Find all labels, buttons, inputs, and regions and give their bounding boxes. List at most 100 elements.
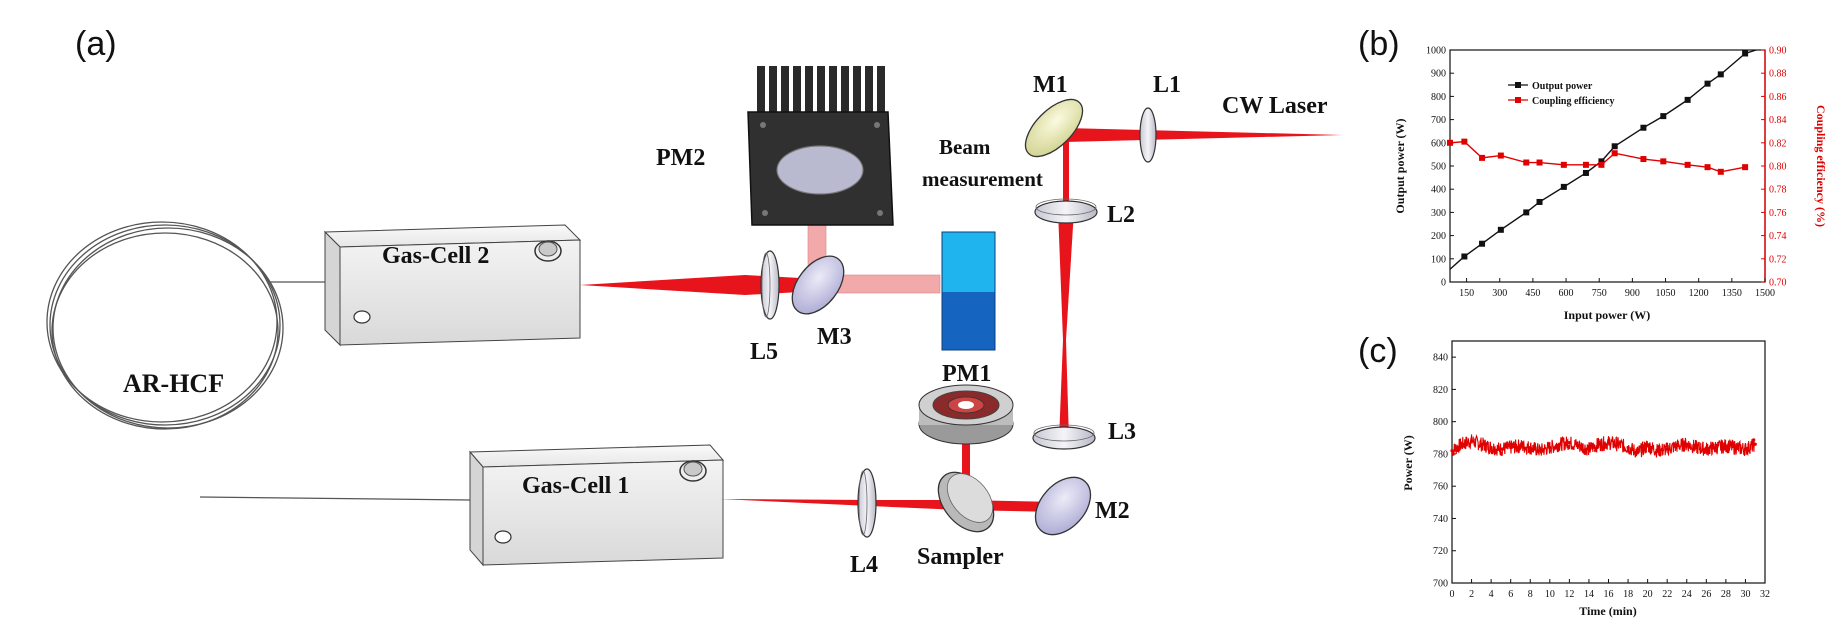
chart-b-point-coupling-efficiency <box>1447 139 1453 146</box>
label-l2: L2 <box>1107 202 1135 228</box>
chart-c-point <box>1743 447 1748 451</box>
chart-b-ytick-label: 0 <box>1441 278 1446 289</box>
chart-b-point-output-power <box>1598 158 1605 165</box>
chart-c-point <box>1518 444 1523 448</box>
chart-b-ytick-label: 700 <box>1431 115 1446 126</box>
label-sampler: Sampler <box>917 544 1004 570</box>
chart-b-point-coupling-efficiency <box>1461 138 1468 145</box>
chart-c-point <box>1734 445 1738 450</box>
chart-b-point-output-power <box>1684 96 1691 103</box>
chart-c-point <box>1538 449 1542 453</box>
chart-b-point-output-power <box>1560 183 1567 190</box>
chart-c-point <box>1460 442 1464 446</box>
chart-c-point <box>1704 447 1708 451</box>
lens-l2 <box>1034 198 1098 224</box>
chart-c-xtick-label: 6 <box>1508 589 1513 600</box>
chart-c-point <box>1479 442 1483 446</box>
chart-b-xtick-label: 1050 <box>1656 288 1676 299</box>
legend-output-power: Output power <box>1532 81 1593 92</box>
label-pm2: PM2 <box>656 145 705 171</box>
chart-c-xtick-label: 24 <box>1682 589 1692 600</box>
chart-b-ytick-right-label: 0.78 <box>1769 185 1787 196</box>
chart-b-xtick-label: 450 <box>1525 288 1540 299</box>
chart-b-legend: Output power Coupling efficiency <box>1508 81 1615 107</box>
pm2-heatsink <box>747 66 894 226</box>
chart-b-point-coupling-efficiency <box>1536 159 1543 166</box>
chart-b-ytick-label: 400 <box>1431 185 1446 196</box>
panel-label-a: (a) <box>75 25 117 63</box>
chart-c-point <box>1616 442 1620 446</box>
chart-b-point-coupling-efficiency <box>1582 161 1589 168</box>
chart-b-ytick-right-label: 0.88 <box>1769 69 1787 80</box>
label-pm1: PM1 <box>942 361 991 387</box>
chart-c-point <box>1548 445 1552 450</box>
label-l4: L4 <box>850 552 878 578</box>
chart-c-xtick-label: 16 <box>1604 589 1614 600</box>
label-l5: L5 <box>750 339 778 365</box>
chart-b-ytick-right-label: 0.90 <box>1769 46 1787 57</box>
chart-b-point-coupling-efficiency <box>1684 161 1691 168</box>
panel-label-b: (b) <box>1358 25 1400 63</box>
chart-c-xtick-label: 22 <box>1662 589 1672 600</box>
chart-c-xtick-label: 12 <box>1564 589 1574 600</box>
chart-b-xtick-label: 900 <box>1625 288 1640 299</box>
beam-dump <box>941 231 996 351</box>
chart-b-point-coupling-efficiency <box>1660 158 1667 165</box>
chart-b-point-coupling-efficiency <box>1598 161 1605 168</box>
chart-b-point-coupling-efficiency <box>1717 168 1724 175</box>
chart-b-point-output-power <box>1536 198 1543 205</box>
chart-b-ytick-right-label: 0.74 <box>1769 231 1787 242</box>
chart-b-xlabel: Input power (W) <box>1564 308 1650 322</box>
label-l1: L1 <box>1153 72 1181 98</box>
chart-c-xtick-label: 8 <box>1528 589 1533 600</box>
chart-b-point-output-power <box>1523 209 1530 216</box>
fiber-coil <box>46 221 471 501</box>
chart-c-xtick-label: 20 <box>1643 589 1653 600</box>
chart-c-point <box>1724 444 1728 448</box>
label-gas-cell-1: Gas-Cell 1 <box>522 473 629 499</box>
chart-c-point <box>1469 439 1474 443</box>
label-ar-hcf: AR-HCF <box>123 369 224 398</box>
setup-diagram: (a) AR-HCF Gas-Cell 2 <box>46 25 1342 578</box>
chart-b-ytick-label: 600 <box>1431 138 1446 149</box>
chart-c-point <box>1577 444 1581 448</box>
chart-c-ytick-label: 700 <box>1433 579 1448 590</box>
chart-b-point-output-power <box>1640 124 1647 131</box>
chart-b-point-output-power <box>1660 113 1667 120</box>
chart-c-xtick-label: 30 <box>1740 589 1750 600</box>
chart-c-point <box>1694 445 1699 450</box>
chart-c-xlabel: Time (min) <box>1579 604 1636 618</box>
chart-b-ytick-label: 300 <box>1431 208 1446 219</box>
chart-b-point-output-power <box>1742 50 1749 57</box>
label-m1: M1 <box>1033 72 1068 98</box>
chart-c-ytick-label: 840 <box>1433 353 1448 364</box>
chart-b-point-output-power <box>1461 253 1468 260</box>
chart-b-point-coupling-efficiency <box>1479 154 1486 161</box>
lens-l1 <box>1139 107 1157 163</box>
chart-c-ytick-label: 820 <box>1433 385 1448 396</box>
chart-b-point-coupling-efficiency <box>1497 152 1504 159</box>
chart-c-point <box>1606 441 1611 445</box>
label-beam-measurement-line2: measurement <box>922 167 1043 191</box>
lens-l5 <box>760 250 780 320</box>
chart-b-series-line-coupling-efficiency <box>1449 140 1746 173</box>
lens-l3 <box>1032 424 1096 450</box>
chart-b-point-coupling-efficiency <box>1611 150 1618 157</box>
chart-b-ytick-label: 900 <box>1431 69 1446 80</box>
chart-c-xtick-label: 0 <box>1450 589 1455 600</box>
chart-c-point <box>1626 445 1630 450</box>
chart-b-ytick-right-label: 0.76 <box>1769 208 1787 219</box>
chart-c-point <box>1675 444 1679 448</box>
chart-b-xtick-label: 1500 <box>1755 288 1775 299</box>
chart-b-point-output-power <box>1497 226 1504 233</box>
chart-b-ytick-right-label: 0.84 <box>1769 115 1787 126</box>
chart-b-point-output-power <box>1717 71 1724 78</box>
gas-cell-1 <box>468 444 725 567</box>
label-m3: M3 <box>817 324 852 350</box>
chart-c-xtick-label: 10 <box>1545 589 1555 600</box>
panel-label-c: (c) <box>1358 332 1398 370</box>
chart-c-point <box>1597 442 1601 446</box>
chart-c-point <box>1636 450 1640 454</box>
chart-c-ytick-label: 740 <box>1433 514 1448 525</box>
chart-c-point <box>1509 445 1513 450</box>
